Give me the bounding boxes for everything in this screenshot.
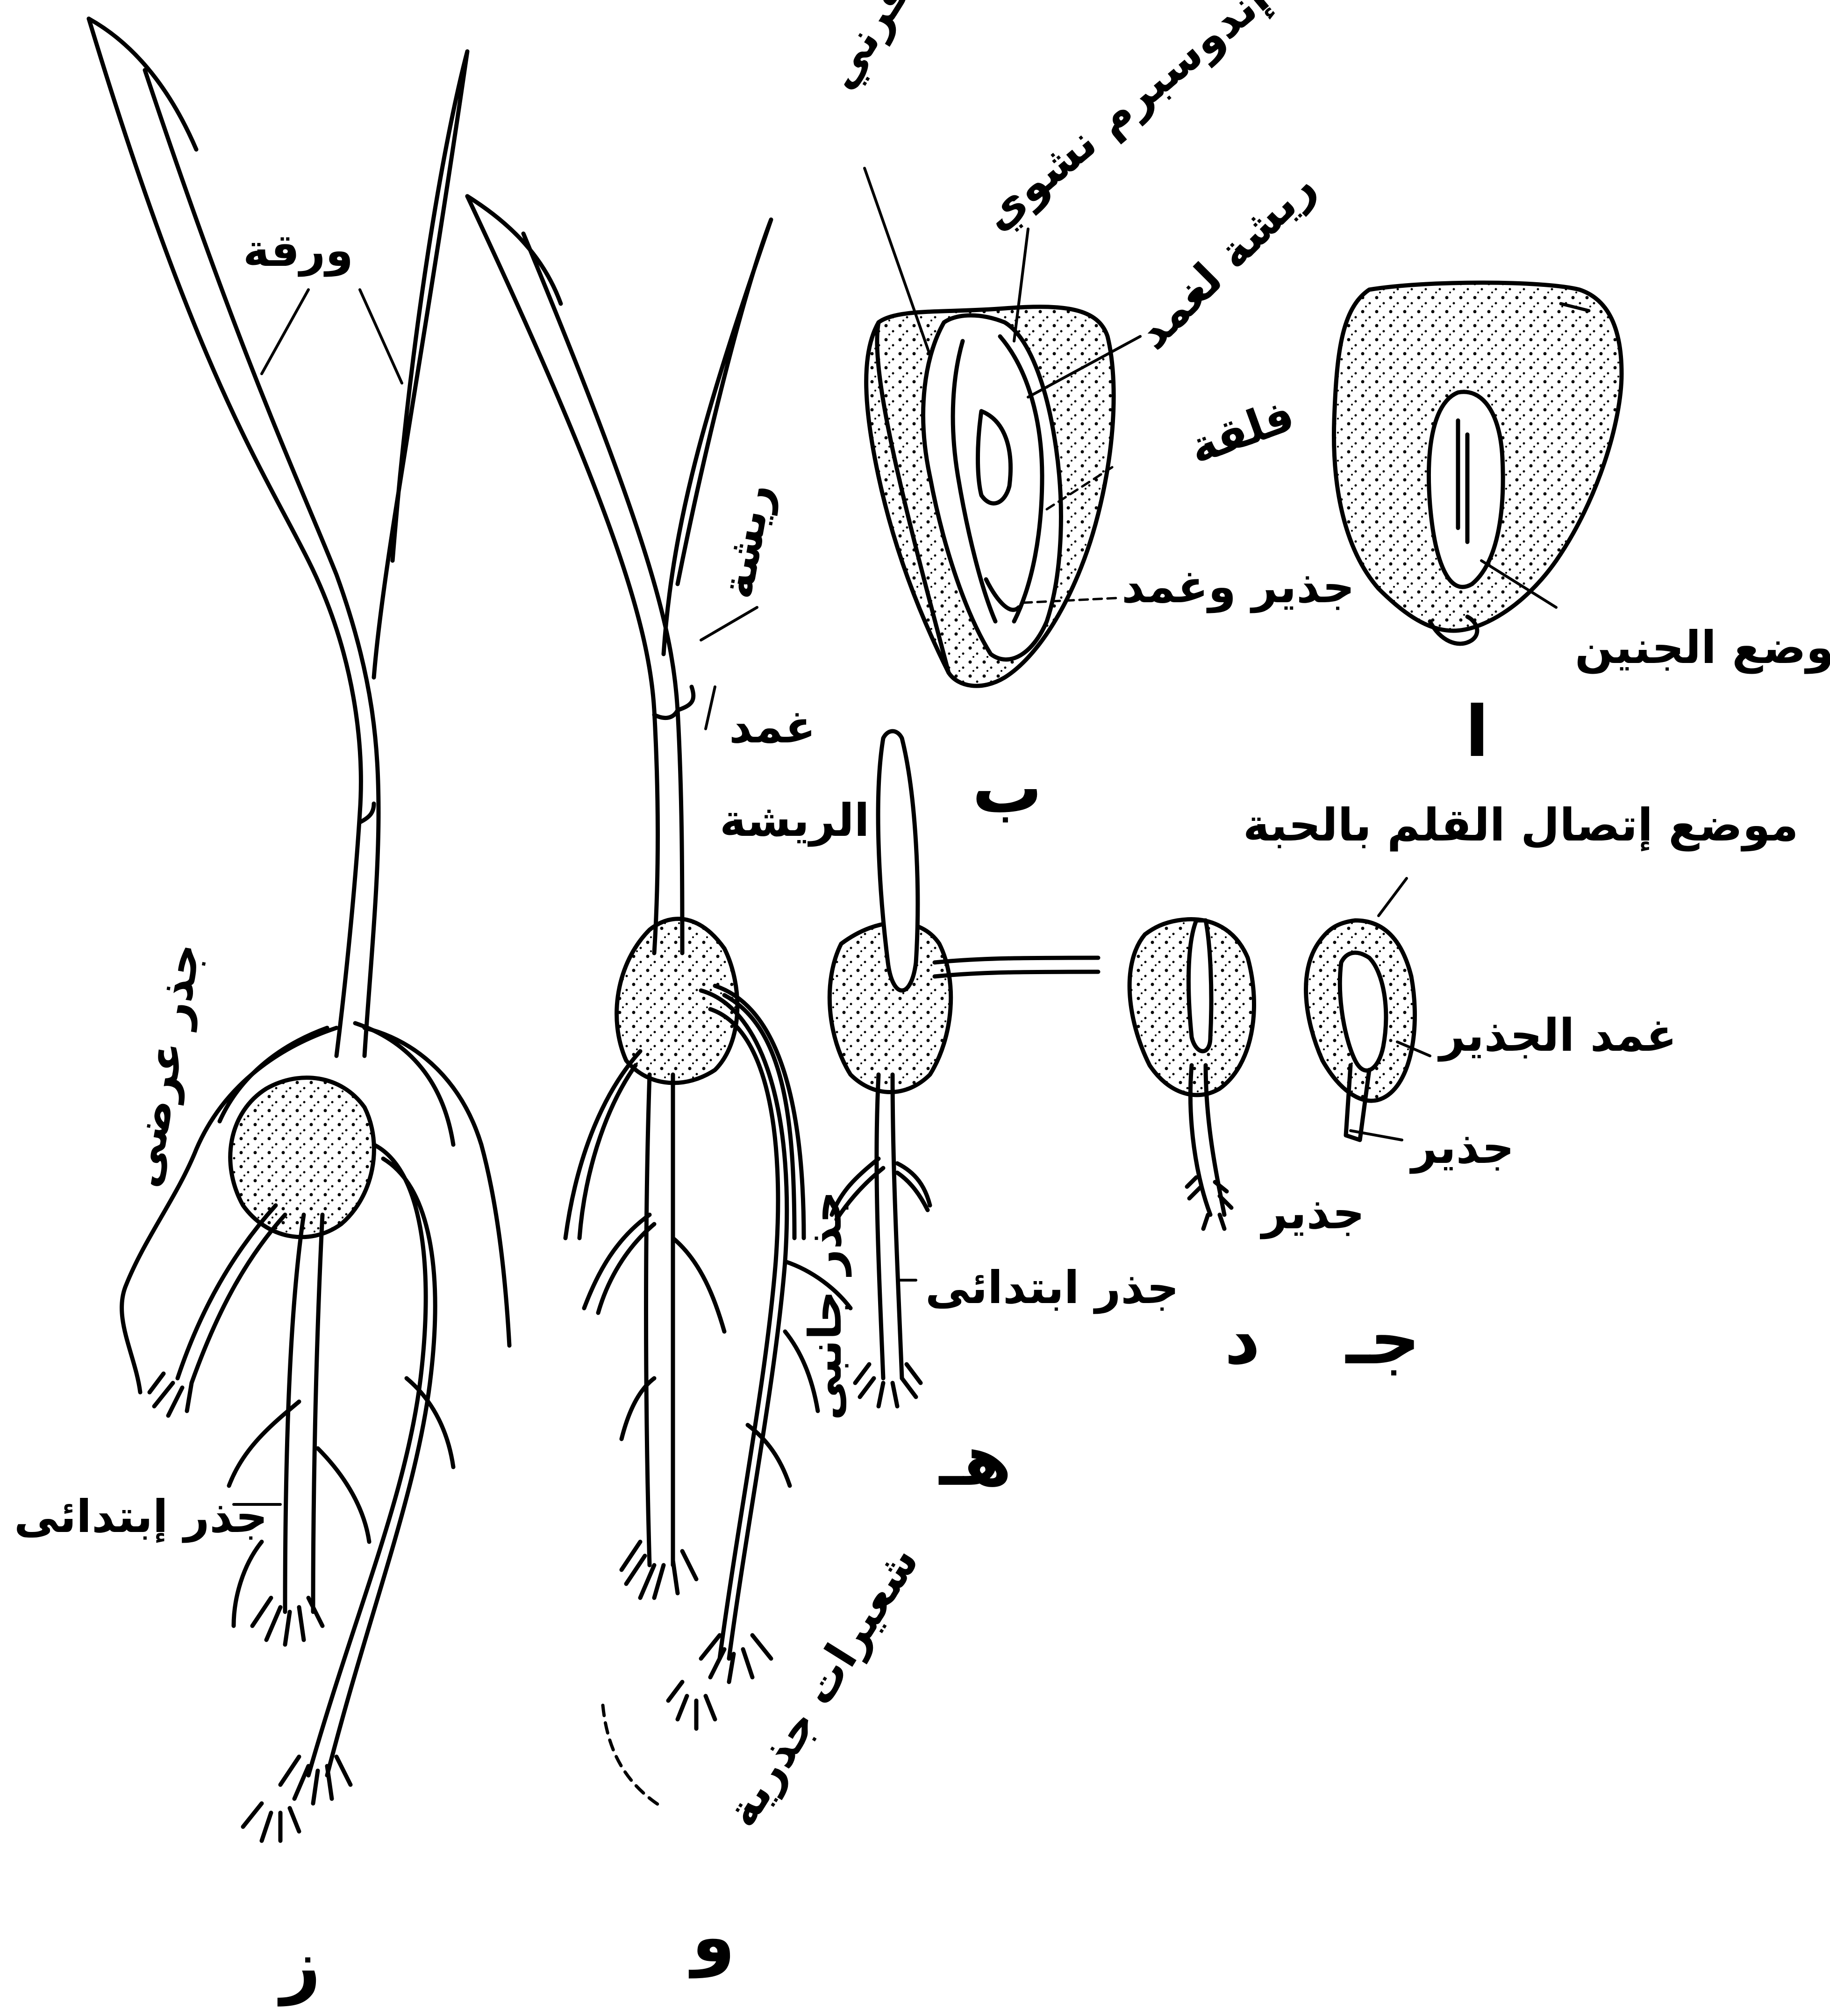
label-radicle-coleorhiza: جذير وغمد xyxy=(1122,561,1355,613)
label-of-plumule: الريشة xyxy=(720,794,870,847)
seedling-f xyxy=(467,196,851,1808)
label-coleoptile: غمد xyxy=(729,701,815,753)
seedling-d xyxy=(1129,919,1254,1229)
label-radicle-d: جذير xyxy=(1262,1187,1365,1239)
stage-label-d: د xyxy=(1224,1299,1260,1380)
kernel-c xyxy=(1306,878,1430,1140)
label-primary-root-e: جذر ابتدائى xyxy=(925,1261,1179,1314)
kernel-b xyxy=(865,168,1140,686)
seedling-g xyxy=(89,19,509,1841)
stage-label-e: هـ xyxy=(939,1420,1012,1502)
stage-label-c: جـ xyxy=(1346,1299,1420,1380)
label-radicle-c: جذير xyxy=(1411,1121,1514,1174)
kernel-a xyxy=(1334,283,1622,644)
stage-label-f: و xyxy=(692,1897,735,1978)
label-lateral-root: جذر جانبى xyxy=(799,1191,851,1420)
label-coleorhiza: غمد الجذير xyxy=(1439,1009,1677,1061)
label-pen-attachment: موضع إتصال القلم بالحبة xyxy=(1243,799,1798,851)
label-embryo-position: موضع الجنين xyxy=(1575,621,1830,674)
stage-label-g: ز xyxy=(280,1925,321,2006)
label-primary-root-g: جذر إبتدائى xyxy=(14,1490,268,1543)
label-leaf: ورقة xyxy=(243,224,353,277)
stage-label-a: ا xyxy=(1465,691,1489,773)
stage-label-b: ب xyxy=(972,748,1043,829)
